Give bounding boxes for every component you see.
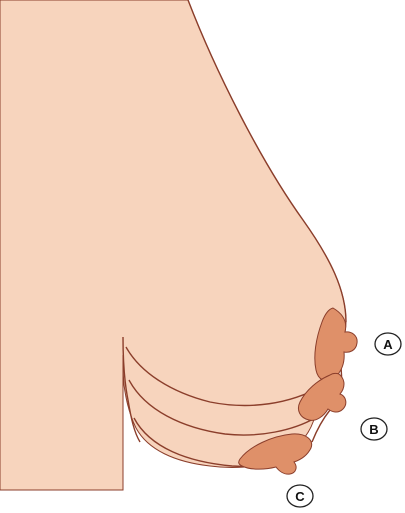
label-c: C bbox=[287, 485, 313, 507]
label-a: A bbox=[375, 333, 401, 355]
body-silhouette bbox=[0, 0, 346, 490]
label-b-text: B bbox=[369, 422, 378, 437]
label-c-text: C bbox=[295, 489, 305, 504]
label-a-text: A bbox=[383, 337, 393, 352]
label-b: B bbox=[361, 418, 387, 440]
